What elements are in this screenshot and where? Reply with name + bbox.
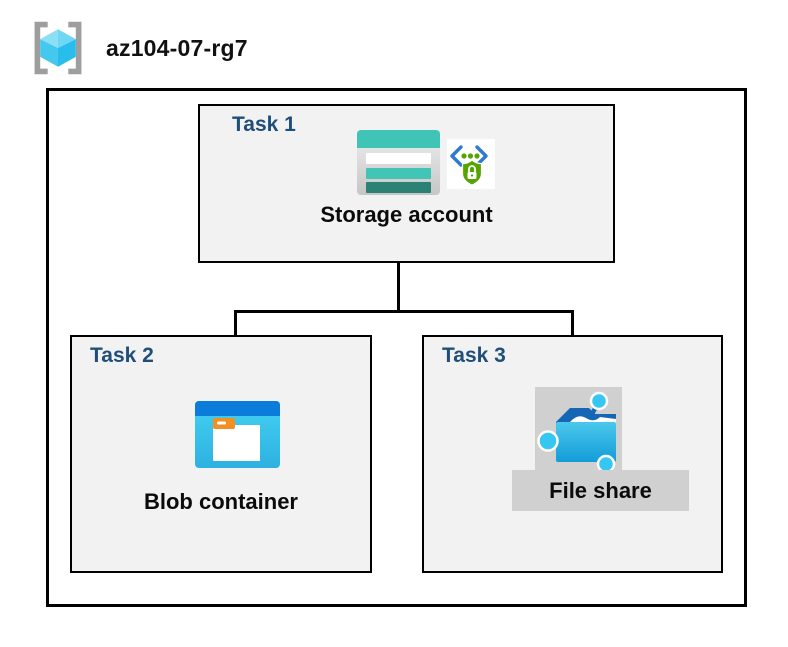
file-share-icon — [537, 391, 616, 474]
blob-container-icon — [195, 401, 280, 468]
connector-branch — [234, 310, 574, 313]
sas-shield-lock-icon — [447, 139, 495, 189]
connector-storage-stem — [397, 234, 400, 313]
file-share-label: File share — [549, 477, 652, 503]
storage-account-icon — [357, 130, 440, 195]
blob-container-label: Blob container — [143, 489, 298, 514]
resource-group-header: az104-07-rg7 — [28, 18, 248, 78]
task3-label: Task 3 — [442, 344, 506, 367]
task3-box: Task 3 File share — [422, 335, 723, 573]
resource-group-icon — [34, 21, 82, 75]
task1-box: Task 1 Storage account — [198, 104, 615, 263]
task1-label: Task 1 — [232, 113, 296, 136]
task2-label: Task 2 — [90, 344, 154, 367]
file-share-highlight-backdrop — [535, 387, 622, 474]
resource-group-name: az104-07-rg7 — [106, 34, 248, 61]
file-share-label-strip: File share — [512, 470, 689, 511]
task2-box: Task 2 Blob container — [70, 335, 372, 573]
storage-account-label: Storage account — [320, 202, 493, 227]
